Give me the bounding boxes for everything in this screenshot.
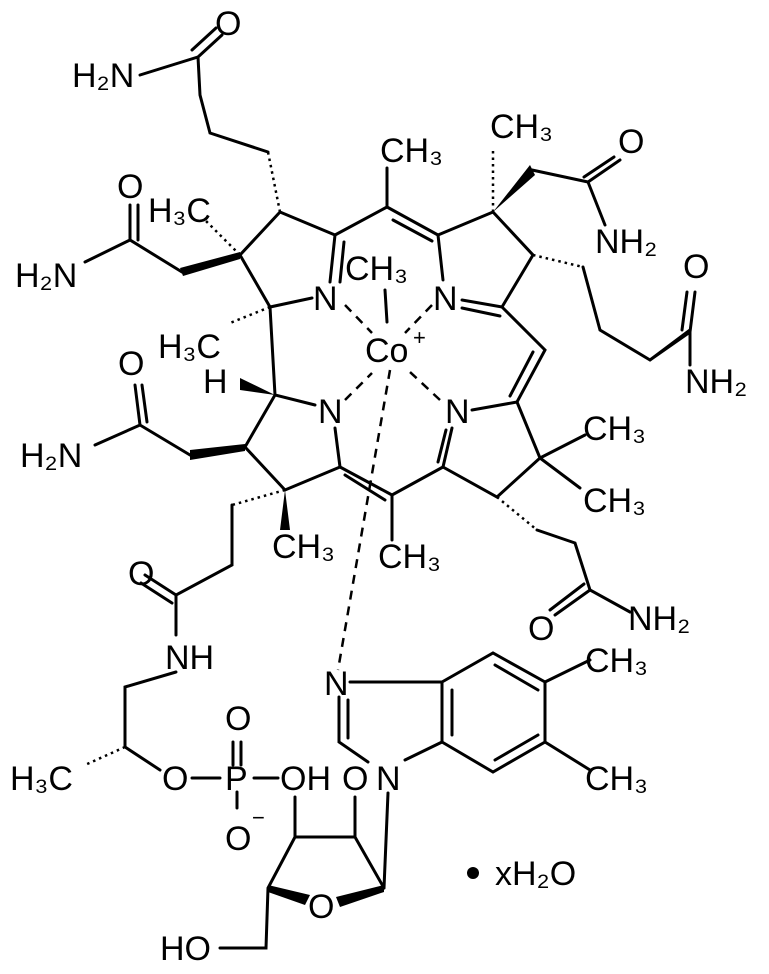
nitrogen-label: N xyxy=(313,280,338,318)
amide-nh-label: NH xyxy=(165,639,214,677)
phosphate-oxygen-label: O xyxy=(225,700,251,738)
methyl-label: CH₃ xyxy=(380,132,443,170)
methyl-label: CH₃ xyxy=(490,108,553,146)
cobalt-methyl-label: CH₃ xyxy=(345,250,408,288)
phosphate-oxygen-label: O xyxy=(225,820,251,858)
phosphate-charge-label: − xyxy=(252,805,265,830)
amide-nh2-label: H₂N xyxy=(72,57,134,95)
hydrogen-label: H xyxy=(203,363,228,401)
benzimidazole-nitrogen-label: N xyxy=(324,665,349,703)
phosphorus-label: P xyxy=(225,760,248,798)
methyl-label: CH₃ xyxy=(583,482,646,520)
nitrogen-label: N xyxy=(445,393,470,431)
carbonyl-oxygen-label: O xyxy=(618,123,644,161)
carbonyl-oxygen-label: O xyxy=(528,610,554,648)
atom-labels: H₂N O CH₃ CH₃ O H₃C H₂N O NH₂ N CH₃ Co +… xyxy=(10,5,747,968)
carbonyl-oxygen-label: O xyxy=(117,168,143,206)
amide-nh2-label: NH₂ xyxy=(595,223,657,261)
phosphate-oh-label: OH xyxy=(280,760,331,798)
methyl-label: CH₃ xyxy=(272,528,335,566)
ribose-hydroxyl-oxygen-label: O xyxy=(342,760,368,798)
methyl-label: CH₃ xyxy=(585,642,648,680)
methyl-label: H₃C xyxy=(158,328,221,366)
cobalt-charge-label: + xyxy=(413,325,426,350)
hydroxyl-label: HO xyxy=(160,930,211,968)
methyl-label: CH₃ xyxy=(585,760,648,798)
carbonyl-oxygen-label: O xyxy=(683,248,709,286)
methyl-label: CH₃ xyxy=(583,410,646,448)
amide-nh2-label: H₂N xyxy=(15,257,77,295)
amide-nh2-label: NH₂ xyxy=(685,363,747,401)
benzimidazole-nitrogen-label: N xyxy=(376,760,401,798)
nitrogen-label: N xyxy=(433,280,458,318)
carbonyl-oxygen-label: O xyxy=(215,5,241,43)
amide-nh2-label: NH₂ xyxy=(628,600,690,638)
cobalt-label: Co xyxy=(365,332,408,370)
carbonyl-oxygen-label: O xyxy=(118,345,144,383)
amide-nh2-label: H₂N xyxy=(20,437,82,475)
methyl-label: H₃C xyxy=(148,192,211,230)
hydrate-dot-icon xyxy=(467,867,479,879)
hydrate-label: xH₂O xyxy=(495,855,576,893)
ester-oxygen-label: O xyxy=(162,760,188,798)
methyl-label: H₃C xyxy=(10,760,73,798)
nitrogen-label: N xyxy=(318,393,343,431)
bonds xyxy=(83,26,697,950)
methyl-label: CH₃ xyxy=(378,538,441,576)
carbonyl-oxygen-label: O xyxy=(128,555,154,593)
ribose-ring-oxygen-label: O xyxy=(308,888,334,926)
